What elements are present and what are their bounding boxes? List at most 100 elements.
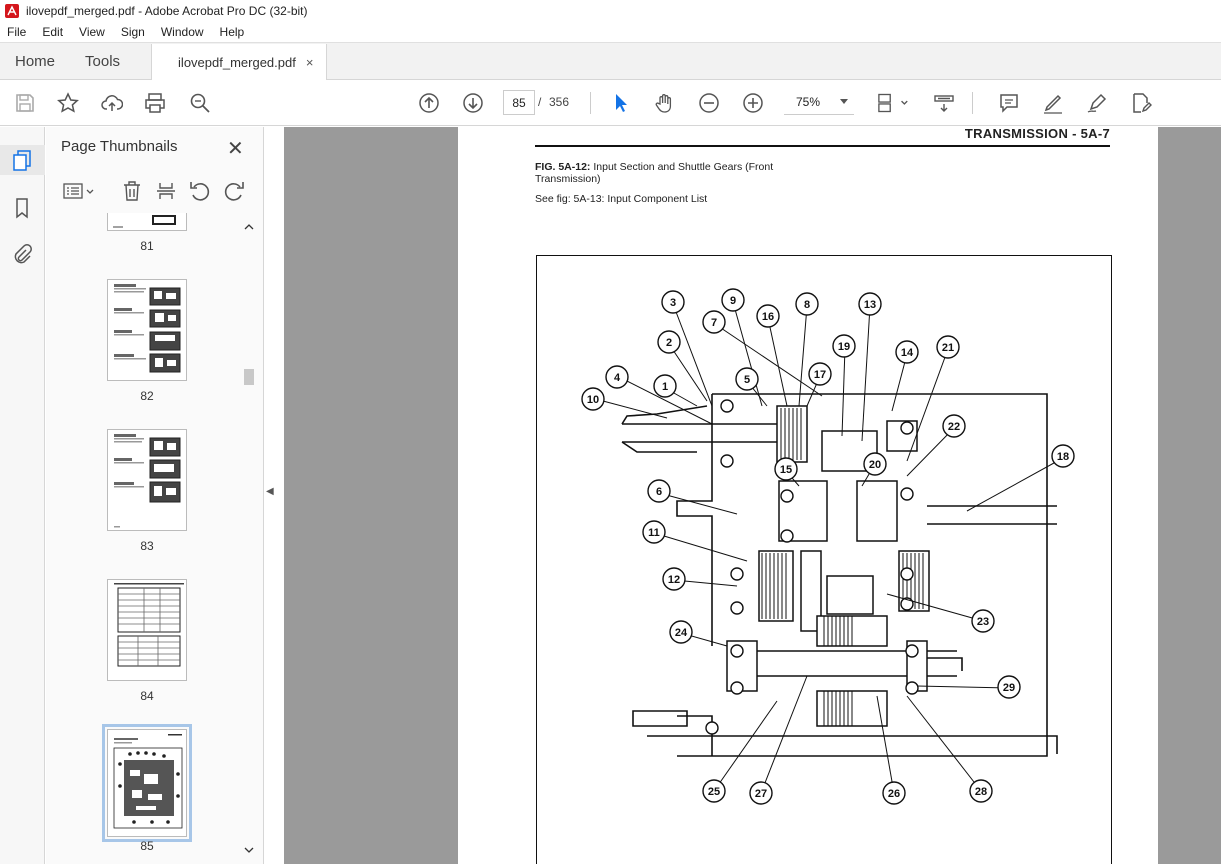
save-icon[interactable]	[13, 91, 37, 115]
callout-27: 27	[755, 788, 767, 800]
edit-document-icon[interactable]	[1129, 91, 1153, 115]
panel-toolbar	[56, 179, 251, 203]
thumbnail-page-83-preview	[114, 434, 181, 528]
main-toolbar: 85 / 356 75%	[0, 80, 1221, 126]
figure-caption-label: FIG. 5A-12:	[535, 161, 591, 173]
callout-20: 20	[869, 459, 881, 471]
callout-6: 6	[656, 486, 662, 498]
thumbnail-page-83[interactable]	[107, 429, 187, 531]
print-icon[interactable]	[143, 91, 167, 115]
menu-bar: File Edit View Sign Window Help	[0, 22, 1221, 43]
toolbar-divider	[590, 92, 591, 114]
callout-4: 4	[614, 372, 621, 384]
see-figure-reference: See fig: 5A-13: Input Component List	[535, 193, 708, 205]
callout-15: 15	[780, 464, 792, 476]
menu-sign[interactable]: Sign	[120, 25, 145, 39]
thumbnail-scrollbar-graphic	[244, 224, 254, 853]
callout-26: 26	[888, 788, 900, 800]
bookmark-icon[interactable]	[11, 197, 33, 219]
menu-window[interactable]: Window	[160, 25, 204, 39]
thumbnail-label: 82	[140, 389, 154, 403]
tab-document[interactable]: ilovepdf_merged.pdf ×	[151, 44, 328, 80]
thumbnail-label: 81	[140, 239, 154, 253]
attachment-icon[interactable]	[11, 243, 33, 265]
tab-close-icon[interactable]: ×	[305, 54, 314, 70]
tab-tools[interactable]: Tools	[85, 52, 121, 70]
thumbnail-scrollbar[interactable]	[242, 219, 256, 860]
callout-13: 13	[864, 299, 876, 311]
callout-17: 17	[814, 369, 826, 381]
collapse-panel-icon[interactable]: ◀	[266, 486, 274, 497]
pdf-page: TRANSMISSION - 5A-7 FIG. 5A-12: Input Se…	[458, 127, 1158, 864]
callout-2: 2	[666, 337, 672, 349]
acrobat-app-icon	[5, 4, 19, 18]
callout-22: 22	[948, 421, 960, 433]
menu-view[interactable]: View	[79, 25, 105, 39]
comment-icon[interactable]	[997, 91, 1021, 115]
next-page-icon[interactable]	[461, 91, 485, 115]
callout-10: 10	[587, 394, 599, 406]
scroll-mode-icon[interactable]	[932, 91, 956, 115]
thumbnail-page-82[interactable]	[107, 279, 187, 381]
page-thumbnails-panel: Page Thumbnails ✕ 81 82	[46, 127, 264, 864]
callout-29: 29	[1003, 682, 1015, 694]
previous-page-icon[interactable]	[417, 91, 441, 115]
page-number-input[interactable]: 85	[503, 90, 535, 115]
menu-help[interactable]: Help	[219, 25, 245, 39]
page-thumbnails-icon[interactable]	[11, 149, 33, 171]
tab-bar: Home Tools ilovepdf_merged.pdf ×	[0, 43, 1221, 80]
split-page-icon[interactable]	[154, 179, 178, 203]
figure-caption: FIG. 5A-12: Input Section and Shuttle Ge…	[535, 161, 835, 185]
thumbnail-page-85-preview	[113, 734, 183, 829]
callout-1: 1	[662, 381, 668, 393]
figure-caption-text: Input Section and Shuttle Gears (Front T…	[535, 161, 774, 185]
thumbnail-label: 85	[140, 839, 154, 853]
page-header: TRANSMISSION - 5A-7	[964, 127, 1110, 141]
thumbnail-page-82-preview	[114, 284, 181, 373]
page-separator: /	[538, 95, 542, 109]
zoom-level-value: 75%	[796, 95, 821, 109]
menu-edit[interactable]: Edit	[42, 25, 64, 39]
page-total: 356	[549, 95, 570, 109]
thumbnail-page-81[interactable]	[107, 213, 187, 231]
callout-21: 21	[942, 342, 954, 354]
select-cursor-icon[interactable]	[609, 91, 633, 115]
star-icon[interactable]	[56, 91, 80, 115]
panel-title: Page Thumbnails	[61, 138, 178, 155]
document-viewport[interactable]: TRANSMISSION - 5A-7 FIG. 5A-12: Input Se…	[284, 127, 1221, 864]
callout-28: 28	[975, 786, 987, 798]
zoom-out-icon[interactable]	[697, 91, 721, 115]
page-fit-icon[interactable]	[876, 91, 912, 115]
panel-close-icon[interactable]: ✕	[227, 138, 244, 160]
thumbnail-label: 83	[140, 539, 154, 553]
window-title: ilovepdf_merged.pdf - Adobe Acrobat Pro …	[26, 4, 308, 18]
menu-file[interactable]: File	[7, 25, 27, 39]
callout-12: 12	[668, 574, 680, 586]
toolbar-divider-2	[972, 92, 973, 114]
rotate-clockwise-icon[interactable]	[222, 179, 246, 203]
zoom-in-icon[interactable]	[741, 91, 765, 115]
chevron-down-icon	[840, 99, 848, 104]
rotate-counterclockwise-icon[interactable]	[188, 179, 212, 203]
transmission-cross-section-diagram: 3 9 16 8 13 7 2 19 14 21 4 1 5 17 10 22	[581, 288, 1075, 805]
figure-frame: 3 9 16 8 13 7 2 19 14 21 4 1 5 17 10 22	[536, 255, 1112, 864]
zoom-level-select[interactable]: 75%	[784, 90, 854, 115]
callout-3: 3	[670, 297, 676, 309]
tab-home[interactable]: Home	[15, 52, 56, 70]
callout-9: 9	[730, 295, 736, 307]
thumbnail-page-84[interactable]	[107, 579, 187, 681]
delete-page-icon[interactable]	[120, 179, 144, 203]
callout-25: 25	[708, 786, 720, 798]
sign-pen-icon[interactable]	[1085, 91, 1109, 115]
callout-16: 16	[762, 311, 774, 323]
hand-tool-icon[interactable]	[653, 91, 677, 115]
highlight-pen-icon[interactable]	[1041, 91, 1065, 115]
callout-18: 18	[1057, 451, 1069, 463]
search-zoom-icon[interactable]	[188, 91, 212, 115]
thumbnail-options-icon[interactable]	[62, 179, 96, 203]
thumbnail-page-85[interactable]	[102, 724, 192, 842]
tab-document-label: ilovepdf_merged.pdf	[178, 54, 296, 70]
upload-cloud-icon[interactable]	[100, 91, 124, 115]
thumbnail-label: 84	[140, 689, 154, 703]
callout-19: 19	[838, 341, 850, 353]
